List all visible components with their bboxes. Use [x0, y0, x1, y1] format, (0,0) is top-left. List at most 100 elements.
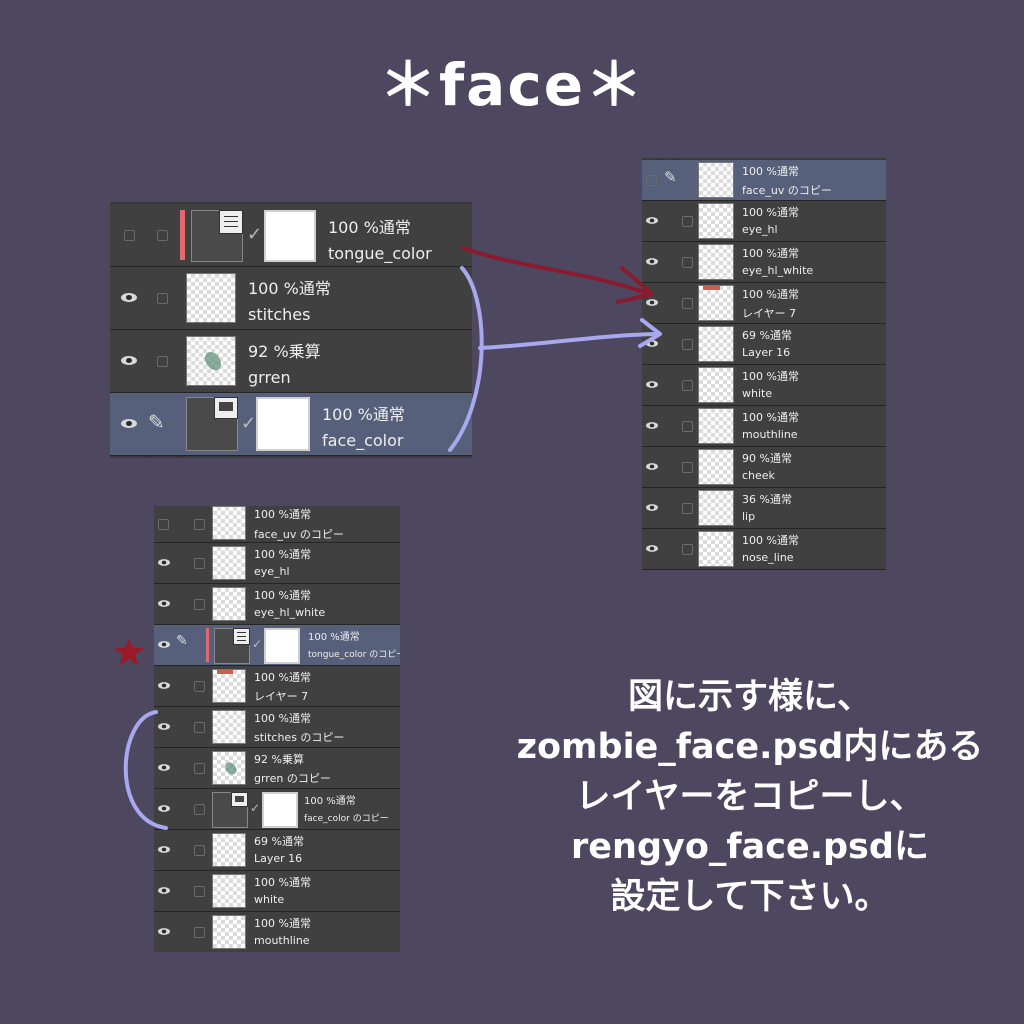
layer-row[interactable]: 69 %通常 Layer 16 [642, 324, 886, 365]
eye-icon[interactable] [121, 356, 137, 365]
layer-row[interactable]: 100 %通常 レイヤー 7 [642, 283, 886, 324]
layer-row[interactable]: 100 %通常 レイヤー 7 [154, 666, 400, 707]
layer-row-stitches[interactable]: 100 %通常 stitches [110, 267, 472, 330]
lock-checkbox[interactable] [194, 804, 205, 815]
lock-checkbox[interactable] [682, 380, 693, 391]
eye-icon[interactable] [121, 419, 137, 428]
folder-thumbnail [212, 792, 248, 828]
layer-row[interactable]: 100 %通常 face_uv のコピー [154, 506, 400, 543]
mask-link-icon: ✓ [241, 413, 257, 434]
lock-checkbox[interactable] [194, 722, 205, 733]
layer-row[interactable]: 36 %通常 lip [642, 488, 886, 529]
lock-checkbox[interactable] [157, 356, 168, 367]
eye-icon[interactable] [646, 463, 658, 470]
visibility-checkbox[interactable] [124, 230, 135, 241]
layer-row[interactable]: 100 %通常 nose_line [642, 529, 886, 570]
eye-icon[interactable] [158, 928, 170, 935]
instruction-line: rengyo_face.psdに [571, 827, 929, 867]
layer-row[interactable]: 100 %通常 mouthline [154, 912, 400, 952]
layer-row[interactable]: 100 %通常 eye_hl_white [154, 584, 400, 625]
eye-icon[interactable] [158, 846, 170, 853]
lock-checkbox[interactable] [194, 519, 205, 530]
eye-icon[interactable] [121, 293, 137, 302]
eye-icon[interactable] [158, 723, 170, 730]
eye-icon[interactable] [158, 641, 170, 648]
eye-icon[interactable] [158, 764, 170, 771]
eye-icon[interactable] [646, 217, 658, 224]
lock-checkbox[interactable] [194, 681, 205, 692]
layer-thumbnail [212, 669, 246, 703]
layer-row-grren[interactable]: 92 %乗算 grren [110, 330, 472, 393]
lock-checkbox[interactable] [157, 293, 168, 304]
layer-opacity: 69 %通常 [254, 835, 304, 848]
layer-opacity: 100 %通常 [248, 279, 331, 298]
lock-checkbox[interactable] [157, 230, 168, 241]
layer-row[interactable]: 100 %通常 stitches のコピー [154, 707, 400, 748]
blue-bracket-arrow [448, 266, 660, 452]
layer-row-tongue-color-copy[interactable]: ✎ ✓ 100 %通常 tongue_color のコピー [154, 625, 400, 666]
lock-checkbox[interactable] [682, 462, 693, 473]
lock-checkbox[interactable] [194, 599, 205, 610]
layer-thumbnail [698, 326, 734, 362]
eye-icon[interactable] [646, 299, 658, 306]
eye-icon[interactable] [158, 559, 170, 566]
layer-opacity: 100 %通常 [254, 589, 311, 602]
layer-row[interactable]: 100 %通常 white [642, 365, 886, 406]
layer-row[interactable]: 100 %通常 eye_hl_white [642, 242, 886, 283]
visibility-checkbox[interactable] [158, 519, 169, 530]
layer-row[interactable]: 69 %通常 Layer 16 [154, 830, 400, 871]
lock-checkbox[interactable] [682, 216, 693, 227]
eye-icon[interactable] [646, 381, 658, 388]
folder-thumbnail [214, 628, 250, 664]
layer-thumbnail [212, 587, 246, 621]
lock-checkbox[interactable] [682, 544, 693, 555]
layer-color-label [206, 628, 209, 662]
layer-row-face-color-copy[interactable]: ✓ 100 %通常 face_color のコピー [154, 789, 400, 830]
lock-checkbox[interactable] [682, 503, 693, 514]
layer-row[interactable]: 100 %通常 white [154, 871, 400, 912]
correction-layer-icon [219, 210, 243, 234]
eye-icon[interactable] [646, 422, 658, 429]
lock-checkbox[interactable] [682, 421, 693, 432]
lock-checkbox[interactable] [682, 339, 693, 350]
layer-row[interactable]: 92 %乗算 grren のコピー [154, 748, 400, 789]
instruction-text: 図に示す様に、 zombie_face.psd内にある レイヤーをコピーし、 r… [500, 672, 1000, 922]
eye-icon[interactable] [646, 545, 658, 552]
layer-row[interactable]: 90 %通常 cheek [642, 447, 886, 488]
lock-checkbox[interactable] [194, 886, 205, 897]
eye-icon[interactable] [646, 258, 658, 265]
layer-thumbnail [698, 367, 734, 403]
visibility-checkbox[interactable] [646, 175, 657, 186]
layer-opacity: 90 %通常 [742, 452, 792, 465]
lock-checkbox[interactable] [194, 927, 205, 938]
lock-checkbox[interactable] [682, 298, 693, 309]
layer-row[interactable]: 100 %通常 eye_hl [642, 201, 886, 242]
eye-icon[interactable] [158, 805, 170, 812]
lock-checkbox[interactable] [194, 558, 205, 569]
layer-name: eye_hl [254, 565, 290, 578]
instruction-line: 図に示す様に、 [628, 677, 872, 717]
layer-row[interactable]: ✎ 100 %通常 face_uv のコピー [642, 160, 886, 201]
mask-link-icon: ✓ [252, 637, 263, 651]
layer-name: Layer 16 [254, 852, 303, 865]
eye-icon[interactable] [158, 600, 170, 607]
layer-row-face-color[interactable]: ✎ ✓ 100 %通常 face_color [110, 393, 472, 456]
eye-icon[interactable] [646, 504, 658, 511]
eye-icon[interactable] [158, 682, 170, 689]
layer-name: tongue_color のコピー [308, 650, 400, 660]
layer-panel-rengyo-face-result: 100 %通常 face_uv のコピー 100 %通常 eye_hl 100 … [154, 506, 400, 952]
lock-checkbox[interactable] [194, 845, 205, 856]
layer-name: レイヤー 7 [742, 307, 797, 320]
eye-icon[interactable] [646, 340, 658, 347]
monitor-icon [214, 397, 238, 419]
eye-icon[interactable] [158, 887, 170, 894]
mask-thumbnail [264, 628, 300, 664]
lock-checkbox[interactable] [194, 763, 205, 774]
layer-name: stitches [248, 305, 311, 324]
lock-checkbox[interactable] [682, 257, 693, 268]
layer-row[interactable]: 100 %通常 mouthline [642, 406, 886, 447]
layer-thumbnail [698, 490, 734, 526]
page-title: ＊face＊ [378, 51, 646, 119]
layer-row[interactable]: 100 %通常 eye_hl [154, 543, 400, 584]
layer-row-tongue-color[interactable]: ✓ 100 %通常 tongue_color [110, 204, 472, 267]
